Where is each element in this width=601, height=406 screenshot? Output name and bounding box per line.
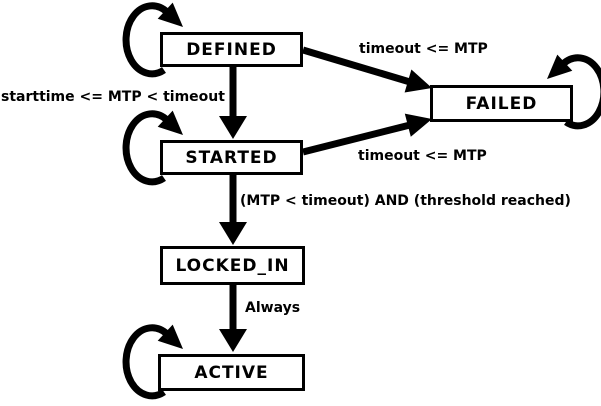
transition-label-locked-in-to-active: Always (245, 300, 301, 316)
transition-label-defined-to-failed: timeout <= MTP (359, 41, 488, 57)
state-locked-in: LOCKED_IN (160, 246, 305, 285)
failed-self-loop-arrow (547, 54, 601, 130)
started-self-loop-arrow (122, 110, 183, 186)
transition-label-started-to-failed: timeout <= MTP (358, 148, 487, 164)
transition-label-defined-to-started: starttime <= MTP < timeout (1, 89, 225, 105)
state-defined: DEFINED (160, 32, 303, 67)
defined-self-loop-arrow (122, 2, 183, 78)
state-started: STARTED (160, 140, 303, 175)
started-to-locked-in-arrow (219, 175, 247, 245)
locked-in-to-active-arrow (219, 285, 247, 352)
defined-to-started-arrow (219, 67, 247, 139)
started-to-failed-arrow (302, 113, 432, 156)
defined-to-failed-arrow (301, 46, 432, 93)
state-failed: FAILED (430, 85, 573, 122)
state-active: ACTIVE (158, 354, 305, 391)
active-self-loop-arrow (122, 324, 183, 400)
transition-label-started-to-locked-in: (MTP < timeout) AND (threshold reached) (240, 193, 571, 209)
